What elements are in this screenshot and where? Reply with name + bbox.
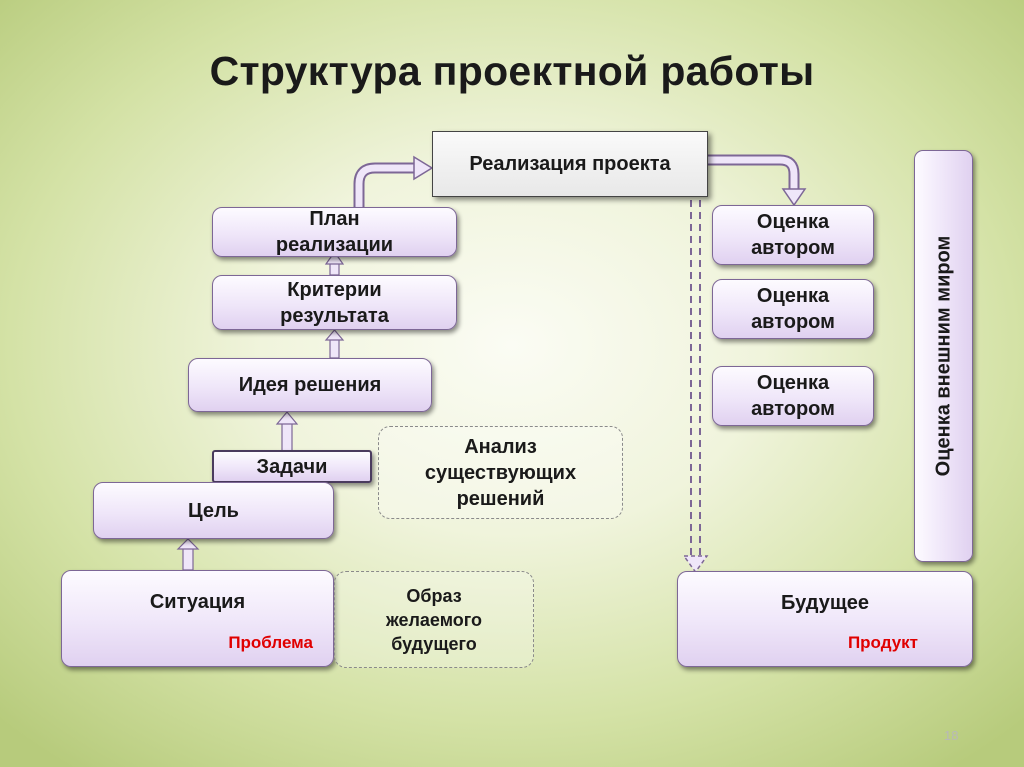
tasks-box: Задачи bbox=[212, 450, 372, 483]
criteria-label-line1: Критерии bbox=[287, 278, 382, 301]
realization-box: Реализация проекта bbox=[432, 131, 708, 197]
image-label-line3: будущего bbox=[391, 633, 477, 654]
future-box: Будущее Продукт bbox=[677, 571, 973, 667]
world-assessment-box: Оценка внешним миром bbox=[914, 150, 973, 562]
idea-label: Идея решения bbox=[238, 374, 382, 396]
plan-label-line2: реализации bbox=[275, 234, 394, 256]
arrow-situation-to-goal bbox=[176, 538, 200, 571]
assessment3-label-line2: автором bbox=[751, 398, 835, 420]
situation-label: Ситуация bbox=[149, 591, 246, 613]
arrow-tasks-to-idea bbox=[275, 411, 299, 452]
assessment1-label-line1: Оценка bbox=[756, 211, 830, 233]
analysis-label-line2: существующих bbox=[424, 461, 577, 484]
author-assessment-box-1: Оценка автором bbox=[712, 205, 874, 265]
analysis-box: Анализ существующих решений bbox=[378, 426, 623, 519]
realization-label: Реализация проекта bbox=[469, 152, 671, 175]
assessment3-label-line1: Оценка bbox=[756, 372, 830, 394]
world-assessment-label: Оценка внешним миром bbox=[932, 235, 954, 477]
image-label-line1: Образ bbox=[406, 585, 462, 606]
problem-label: Проблема bbox=[228, 633, 313, 652]
diagram-title: Структура проектной работы bbox=[209, 48, 815, 94]
image-label-line2: желаемого bbox=[385, 609, 483, 630]
idea-box: Идея решения bbox=[188, 358, 432, 412]
author-assessment-box-3: Оценка автором bbox=[712, 366, 874, 426]
criteria-box: Критерии результата bbox=[212, 275, 457, 330]
arrow-plan-to-realization bbox=[353, 155, 434, 207]
arrow-realization-to-assessment bbox=[708, 154, 807, 207]
analysis-label-line1: Анализ bbox=[464, 435, 537, 458]
slide-number: 18 bbox=[944, 728, 959, 743]
analysis-label-line3: решений bbox=[456, 487, 545, 510]
assessment2-label-line2: автором bbox=[751, 311, 835, 333]
situation-box: Ситуация Проблема bbox=[61, 570, 334, 667]
goal-label: Цель bbox=[188, 499, 239, 522]
plan-label-line1: План bbox=[309, 208, 360, 230]
product-label: Продукт bbox=[847, 633, 918, 652]
arrow-dashed-to-future bbox=[682, 200, 709, 574]
author-assessment-box-2: Оценка автором bbox=[712, 279, 874, 339]
future-label: Будущее bbox=[781, 592, 869, 614]
plan-box: План реализации bbox=[212, 207, 457, 257]
desired-future-image-box: Образ желаемого будущего bbox=[334, 571, 534, 668]
tasks-label: Задачи bbox=[256, 455, 328, 478]
criteria-label-line2: результата bbox=[280, 304, 389, 327]
arrow-idea-to-criteria bbox=[324, 329, 345, 359]
assessment2-label-line1: Оценка bbox=[756, 285, 830, 307]
goal-box: Цель bbox=[93, 482, 334, 539]
assessment1-label-line2: автором bbox=[751, 237, 835, 259]
